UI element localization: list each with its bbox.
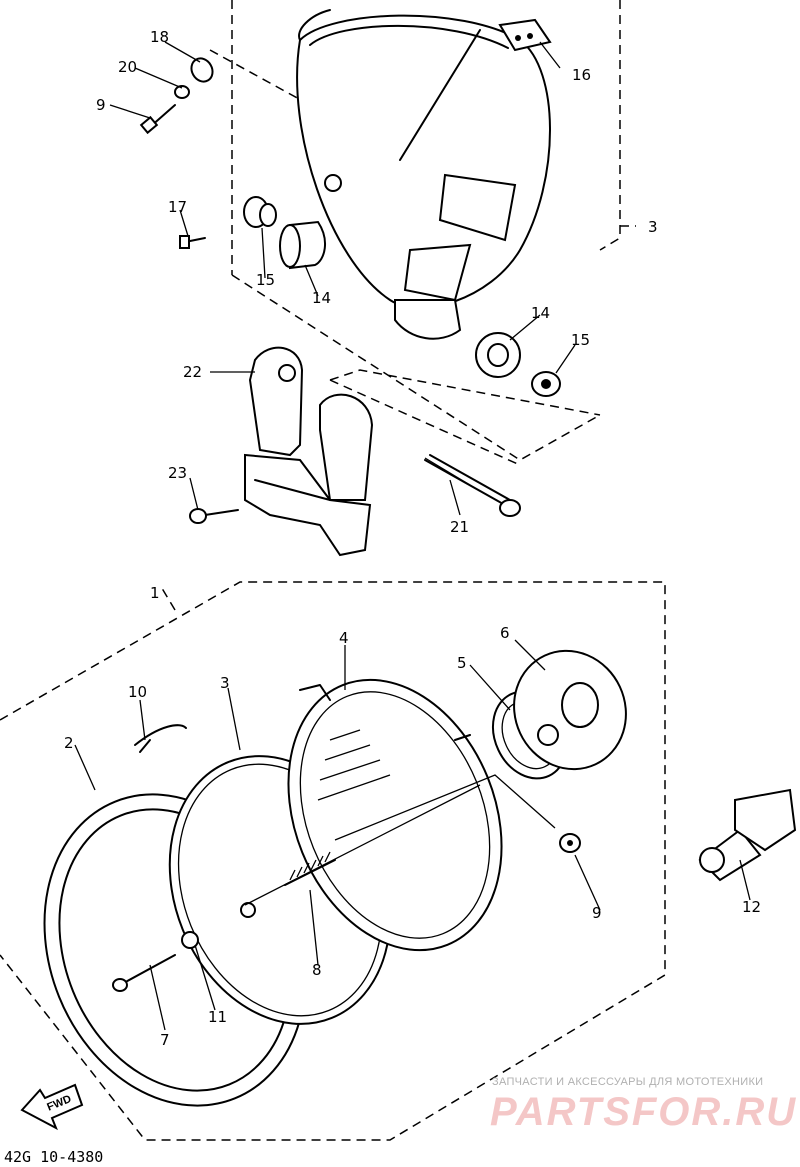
callout-9-bottom: 9 xyxy=(592,904,602,922)
part-17-screw xyxy=(179,235,206,249)
watermark-logo: PARTSFOR.RU xyxy=(490,1090,797,1134)
part-12-bulb xyxy=(698,788,797,882)
part-21-bolt xyxy=(424,454,521,517)
callout-17: 17 xyxy=(168,198,187,216)
part-14-left-bushing xyxy=(279,220,326,270)
callout-10: 10 xyxy=(128,683,147,701)
callout-12: 12 xyxy=(742,898,761,916)
fwd-arrow-icon: FWD xyxy=(20,1083,84,1131)
part-15-right-collar xyxy=(531,371,561,397)
callout-4: 4 xyxy=(339,629,349,647)
callout-14-right: 14 xyxy=(531,304,550,322)
bracket-part-3 xyxy=(231,0,636,275)
part-10-clip xyxy=(134,724,187,753)
part-11-nut xyxy=(181,902,256,949)
drawing-code: 42G 10-4380 xyxy=(4,1148,103,1166)
part-9-bottom-screw xyxy=(559,833,581,853)
callout-22: 22 xyxy=(183,363,202,381)
part-20-washer xyxy=(174,85,190,99)
callout-6: 6 xyxy=(500,624,510,642)
part-7-screw xyxy=(112,954,176,992)
callout-16: 16 xyxy=(572,66,591,84)
callout-5: 5 xyxy=(457,654,467,672)
callout-1: 1 xyxy=(150,584,160,602)
headlight-case xyxy=(296,9,551,340)
callout-15-left: 15 xyxy=(256,271,275,289)
callout-18: 18 xyxy=(150,28,169,46)
callout-3-rim: 3 xyxy=(220,674,230,692)
callout-8: 8 xyxy=(312,961,322,979)
callout-21: 21 xyxy=(450,518,469,536)
callout-15-right: 15 xyxy=(571,331,590,349)
part-14-right-bushing xyxy=(475,332,521,378)
callout-20: 20 xyxy=(118,58,137,76)
part-16-clip xyxy=(498,18,552,52)
callout-23: 23 xyxy=(168,464,187,482)
part-15-left-collar xyxy=(243,196,277,228)
part-6-socket xyxy=(513,649,627,771)
callout-11: 11 xyxy=(208,1008,227,1026)
callout-14-left: 14 xyxy=(312,289,331,307)
part-23-screw xyxy=(189,508,239,524)
callout-7: 7 xyxy=(160,1031,170,1049)
part-18-nut xyxy=(190,57,214,83)
leader-lines xyxy=(74,41,751,1031)
callout-3-top: 3 xyxy=(648,218,658,236)
bracket-part-1 xyxy=(0,581,666,1141)
watermark-caption: ЗАПЧАСТИ И АКСЕССУАРЫ ДЛЯ МОТОТЕХНИКИ xyxy=(492,1076,763,1088)
part-22-bracket xyxy=(244,346,374,557)
callout-9-top: 9 xyxy=(96,96,106,114)
callout-2: 2 xyxy=(64,734,74,752)
part-9-top-screw xyxy=(139,104,176,135)
